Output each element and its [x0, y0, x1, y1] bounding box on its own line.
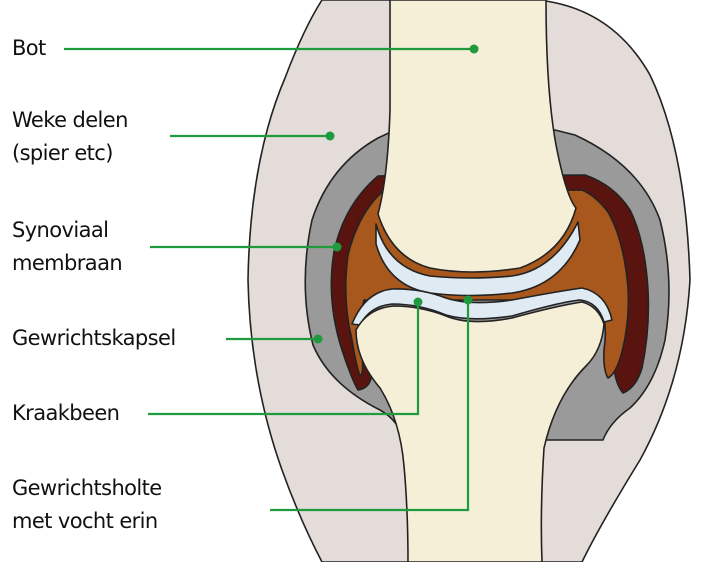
marker-dot-weke-delen — [326, 132, 335, 141]
marker-dot-gewrichtsholte — [464, 296, 473, 305]
marker-dot-gewrichtskapsel — [314, 335, 323, 344]
marker-dot-kraakbeen — [414, 298, 423, 307]
label-gewrichtskapsel: Gewrichtskapsel — [12, 322, 176, 355]
label-weke-delen: Weke delen — [12, 104, 128, 137]
label-weke-delen-sub: (spier etc) — [12, 137, 113, 170]
label-synoviaal: Synoviaal — [12, 214, 108, 247]
label-gewrichtsholte-sub: met vocht erin — [12, 505, 158, 538]
marker-dot-synoviaal — [333, 243, 342, 252]
label-synoviaal-membraan: membraan — [12, 247, 122, 280]
marker-dot-bot — [470, 45, 479, 54]
femur — [378, 0, 576, 272]
label-gewrichtsholte: Gewrichtsholte — [12, 472, 162, 505]
label-bot: Bot — [12, 32, 46, 65]
label-kraakbeen: Kraakbeen — [12, 397, 119, 430]
